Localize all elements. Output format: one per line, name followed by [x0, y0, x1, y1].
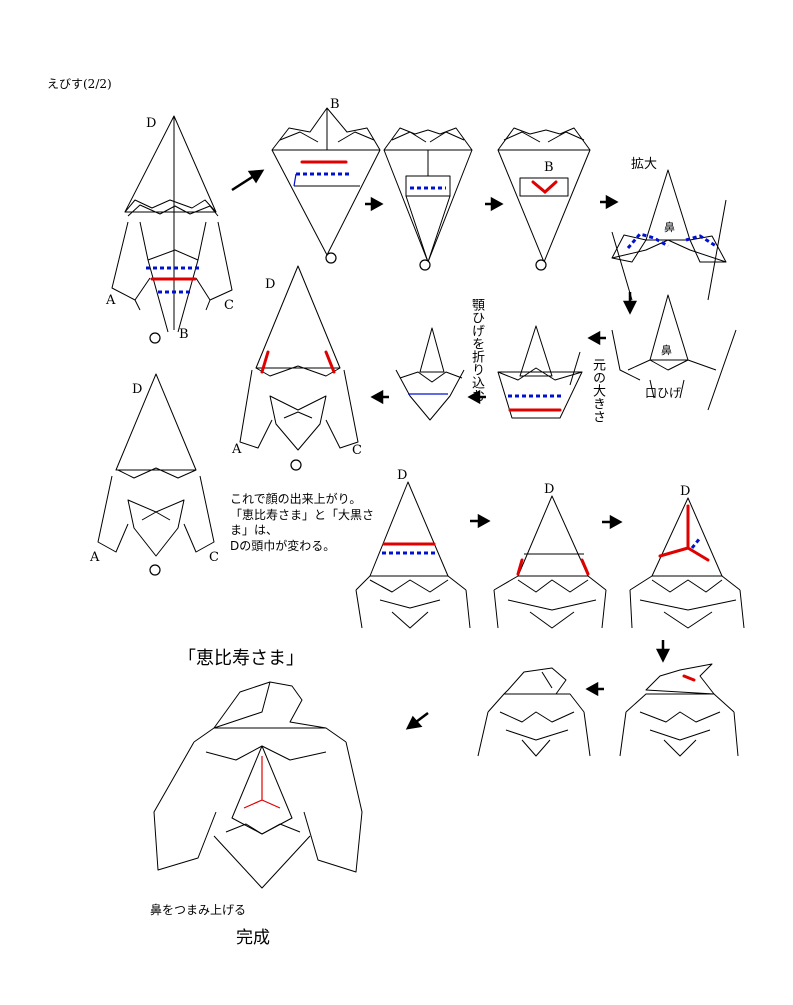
point-label-c: C	[352, 443, 362, 458]
point-label-a: A	[232, 442, 242, 457]
final-face	[153, 681, 363, 889]
note-line-3: Dの頭巾が変わる。	[230, 538, 336, 553]
mouth-beard-label: 口ひげ	[645, 386, 682, 400]
note-line-1: これで顔の出来上がり。	[230, 492, 362, 506]
head-step-4	[619, 663, 739, 757]
point-label-b: B	[330, 97, 340, 112]
point-label-c: C	[209, 550, 219, 565]
step-3-figure	[383, 127, 473, 271]
note-line-2: 「恵比寿さま」と「大黒さま」は、	[230, 507, 375, 538]
face-red-folds	[239, 265, 359, 471]
nose-label: 鼻	[664, 221, 675, 234]
point-label-d: D	[544, 482, 555, 497]
pinch-nose-caption: 鼻をつまみ上げる	[150, 903, 247, 917]
point-label-d: D	[132, 382, 143, 397]
enlarged-view	[611, 169, 727, 301]
original-size-label: 元の大きさ	[589, 358, 605, 423]
step-4-figure	[497, 127, 591, 271]
step-2-figure	[271, 107, 381, 264]
point-label-b: B	[544, 160, 554, 175]
head-step-2	[493, 495, 607, 629]
completed-label: 完成	[236, 928, 270, 948]
point-label-d: D	[397, 468, 408, 483]
head-step-5	[477, 667, 591, 757]
nose-label: 鼻	[661, 344, 672, 357]
result-title: 「恵比寿さま」	[178, 648, 304, 669]
completion-note: これで顔の出来上がり。 「恵比寿さま」と「大黒さま」は、 Dの頭巾が変わる。	[230, 492, 378, 554]
beard-tuck-view	[497, 325, 583, 419]
point-label-d: D	[265, 277, 276, 292]
point-label-d: D	[146, 116, 157, 131]
point-label-c: C	[224, 298, 234, 313]
nose-mouth-beard-view	[611, 294, 737, 411]
tuck-chin-beard-label: 顎ひげを折り込む	[468, 298, 484, 402]
point-label-d: D	[680, 484, 691, 499]
point-label-b: B	[179, 327, 189, 342]
page-title: えびす(2/2)	[47, 77, 112, 91]
point-label-a: A	[106, 293, 116, 308]
enlarge-label: 拡大	[631, 157, 658, 172]
head-step-3	[629, 497, 745, 629]
point-label-a: A	[90, 550, 100, 565]
small-tucked-view	[395, 327, 465, 421]
step-1-figure	[111, 115, 233, 344]
face-completed-left	[97, 373, 215, 576]
head-step-1	[355, 481, 471, 629]
